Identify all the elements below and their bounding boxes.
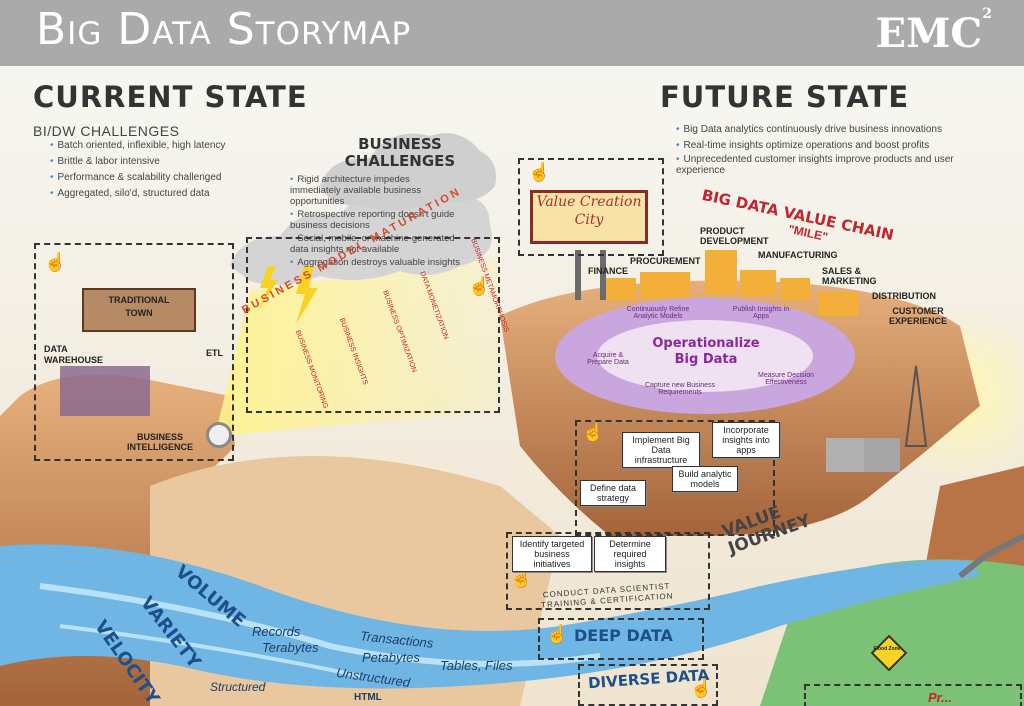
- diverse-data-hotspot[interactable]: [578, 664, 718, 706]
- emc-logo: EMC2: [875, 6, 992, 57]
- value-city-billboard: Value Creation City: [530, 190, 648, 244]
- hand-pointer-icon[interactable]: ☝: [690, 678, 713, 698]
- future-state-heading: FUTURE STATE: [660, 80, 910, 114]
- list-item: Brittle & labor intensive: [50, 154, 225, 170]
- bi-dw-challenges-heading: BI/DW CHALLENGES: [33, 123, 180, 139]
- step-implement: Implement Big Data infrastructure: [622, 432, 700, 468]
- station-manufacturing: MANUFACTURING: [758, 250, 838, 260]
- business-challenges-heading: BUSINESS CHALLENGES: [344, 135, 456, 170]
- html-label: HTML: [354, 692, 382, 703]
- structured-label: Structured: [210, 680, 266, 694]
- magnifier-icon: [206, 422, 232, 448]
- list-item: Performance & scalability challenged: [50, 170, 225, 186]
- ring-step: Acquire & Prepare Data: [587, 352, 629, 366]
- station-sales-marketing: SALES & MARKETING: [822, 266, 877, 286]
- current-state-list: Batch oriented, inflexible, high latency…: [50, 138, 226, 202]
- hand-pointer-icon[interactable]: ☝: [528, 162, 551, 182]
- value-city-hotspot[interactable]: [518, 158, 664, 256]
- scientist-hotspot[interactable]: [506, 532, 710, 610]
- maturation-beam: [215, 256, 500, 436]
- list-item: Aggregation destroys valuable insights: [290, 257, 460, 268]
- operationalize-center: Operationalize Big Data: [652, 336, 760, 367]
- hand-pointer-icon[interactable]: ☝: [510, 568, 533, 588]
- station-finance: FINANCE: [588, 266, 628, 276]
- lightning-icon: [296, 266, 318, 324]
- maturation-hotspot[interactable]: [246, 237, 500, 413]
- list-item: Rigid architecture impedes immediately a…: [290, 174, 460, 207]
- station-procurement: PROCUREMENT: [630, 256, 701, 266]
- ring-step: Measure Decision Effectiveness: [757, 372, 815, 386]
- records-label: Records: [252, 624, 301, 639]
- list-item: Real-time insights optimize operations a…: [676, 138, 976, 154]
- journey-hotspot[interactable]: [575, 420, 775, 536]
- ring-step: Capture new Business Requirements: [644, 382, 716, 396]
- bottom-right-hotspot[interactable]: [804, 684, 1022, 706]
- list-item: Batch oriented, inflexible, high latency: [50, 138, 226, 154]
- list-item: Unprecedented customer insights improve …: [676, 154, 976, 176]
- traditional-town-sign: TRADITIONAL TOWN: [82, 288, 196, 332]
- tables-files-label: Tables, Files: [440, 658, 513, 673]
- step-build-models: Build analytic models: [672, 466, 738, 492]
- station-distribution: DISTRIBUTION: [872, 291, 936, 301]
- petabytes-label: Petabytes: [362, 650, 420, 665]
- page-title: Big Data Storymap: [36, 4, 412, 55]
- hand-pointer-icon[interactable]: ☝: [44, 252, 67, 272]
- flood-zone-sign-text: Flood Zone: [873, 646, 901, 652]
- list-item: Aggregated, silo'd, structured data: [50, 186, 225, 202]
- town-buildings: [60, 366, 150, 416]
- list-item: Retrospective reporting doesn't guide bu…: [290, 209, 460, 231]
- station-product-development: PRODUCT DEVELOPMENT: [700, 226, 769, 246]
- step-identify-initiatives: Identify targeted business initiatives: [512, 536, 592, 572]
- list-item: Big Data analytics continuously drive bu…: [676, 122, 976, 138]
- current-state-heading: CURRENT STATE: [33, 80, 308, 114]
- ring-step: Publish Insights in Apps: [732, 306, 790, 320]
- data-warehouse-label: DATA WAREHOUSE: [44, 344, 104, 365]
- deep-data-hotspot[interactable]: [538, 618, 704, 660]
- storymap-canvas: CURRENT STATE BI/DW CHALLENGES Batch ori…: [0, 66, 1024, 706]
- etl-label: ETL: [206, 348, 223, 358]
- step-incorporate: Incorporate insights into apps: [712, 422, 780, 458]
- terabytes-label: Terabytes: [262, 640, 319, 655]
- deep-data-label: DEEP DATA: [574, 626, 673, 645]
- step-define-strategy: Define data strategy: [580, 480, 646, 506]
- ring-step: Continuously Refine Analytic Models: [626, 306, 690, 320]
- traditional-town-hotspot[interactable]: [34, 243, 234, 461]
- bottom-right-label: Pr...: [928, 690, 952, 705]
- business-intelligence-label: BUSINESS INTELLIGENCE: [126, 432, 193, 452]
- hand-pointer-icon[interactable]: ☝: [546, 624, 569, 644]
- lightning-icon: [258, 266, 278, 311]
- step-determine-insights: Determine required insights: [594, 536, 666, 572]
- future-state-list: Big Data analytics continuously drive bu…: [676, 122, 976, 176]
- header-bar: [0, 0, 1024, 66]
- hand-pointer-icon[interactable]: ☝: [582, 422, 605, 442]
- station-customer-experience: CUSTOMER EXPERIENCE: [888, 306, 948, 326]
- hand-pointer-icon[interactable]: ☝: [468, 276, 491, 296]
